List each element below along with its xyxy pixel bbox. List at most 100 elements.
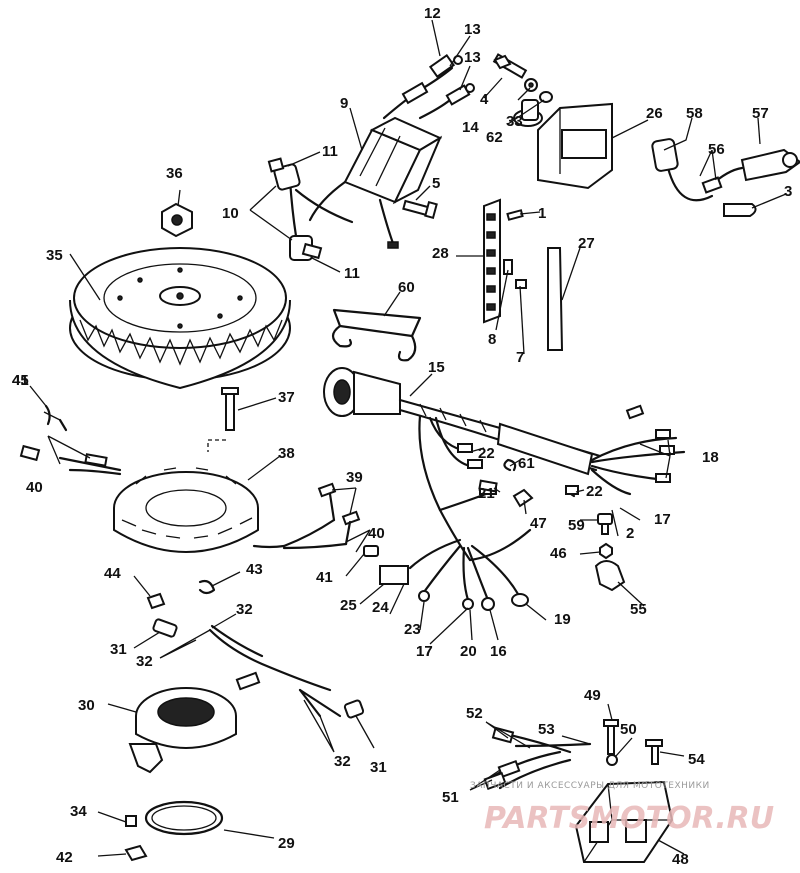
callout-22: 22	[478, 445, 495, 462]
part-15-wiring-harness	[323, 367, 686, 611]
part-56-57-58-caps-clip	[651, 138, 800, 217]
callout-28: 28	[432, 245, 449, 262]
callout-32: 32	[334, 753, 351, 770]
callout-49: 49	[584, 687, 601, 704]
callout-21: 21	[478, 485, 495, 502]
callout-9: 9	[340, 95, 348, 112]
part-39-40-41-leads-right	[282, 482, 379, 557]
callout-17: 17	[654, 511, 671, 528]
part-59-46-55-hardware	[594, 513, 626, 592]
part-43-44-clips	[146, 579, 216, 610]
callout-32: 32	[136, 653, 153, 670]
callout-17: 17	[416, 643, 433, 660]
callout-40: 40	[26, 479, 43, 496]
part-5-bolt	[402, 199, 438, 220]
callout-numbers: 1234578910111112131314151617171718192021…	[12, 5, 792, 868]
callout-40: 40	[368, 525, 385, 542]
callout-37: 37	[278, 389, 295, 406]
callout-50: 50	[620, 721, 637, 738]
part-61-21-47-small-parts	[478, 458, 534, 508]
part-35-flywheel	[69, 247, 291, 390]
part-36-nut	[161, 202, 193, 238]
callout-15: 15	[428, 359, 445, 376]
callout-18: 18	[702, 449, 719, 466]
part-26-ignition-coil	[513, 99, 613, 190]
callout-58: 58	[686, 105, 703, 122]
watermark-logo: PARTSMOTOR.RU	[484, 801, 774, 836]
part-60-bracket	[331, 308, 422, 362]
callout-10: 10	[222, 205, 239, 222]
callout-33: 33	[506, 113, 523, 130]
callout-47: 47	[530, 515, 547, 532]
callout-24: 24	[372, 599, 389, 616]
callout-34: 34	[70, 803, 87, 820]
watermark: ЗАПЧАСТИ И АКСЕССУАРЫ ДЛЯ МОТОТЕХНИКИ PA…	[470, 781, 774, 836]
callout-59: 59	[568, 517, 585, 534]
part-29-34-42-retainer	[124, 800, 224, 862]
callout-55: 55	[630, 601, 647, 618]
callout-43: 43	[246, 561, 263, 578]
callout-8: 8	[488, 331, 496, 348]
callout-27: 27	[578, 235, 595, 252]
callout-38: 38	[278, 445, 295, 462]
callout-30: 30	[78, 697, 95, 714]
callout-32: 32	[236, 601, 253, 618]
callout-57: 57	[752, 105, 769, 122]
callout-4: 4	[480, 91, 489, 108]
callout-61: 61	[518, 455, 535, 472]
callout-29: 29	[278, 835, 295, 852]
callout-31: 31	[110, 641, 127, 658]
part-4-33-62-bolt-washers	[492, 53, 553, 103]
callout-22: 22	[586, 483, 603, 500]
callout-16: 16	[490, 643, 507, 660]
callout-36: 36	[166, 165, 183, 182]
part-31-32-leads	[152, 618, 365, 719]
part-30-timer-base	[128, 687, 237, 774]
part-28-terminal-block	[483, 198, 527, 324]
callout-11: 11	[322, 143, 338, 160]
callout-17: 17	[416, 643, 433, 660]
callout-23: 23	[404, 621, 421, 638]
callout-48: 48	[672, 851, 689, 868]
callout-53: 53	[538, 721, 555, 738]
part-48-rectifier	[483, 719, 674, 863]
callout-46: 46	[550, 545, 567, 562]
callout-44: 44	[104, 565, 121, 582]
callout-11: 11	[344, 265, 360, 282]
callout-56: 56	[708, 141, 725, 158]
callout-1: 1	[538, 205, 546, 222]
callout-5: 5	[432, 175, 440, 192]
callout-13: 13	[464, 21, 481, 38]
callout-25: 25	[340, 597, 357, 614]
callout-41: 41	[12, 372, 29, 389]
callout-12: 12	[424, 5, 441, 22]
leader-lines	[29, 19, 787, 857]
callout-13: 13	[464, 49, 481, 66]
watermark-caption: ЗАПЧАСТИ И АКСЕССУАРЫ ДЛЯ МОТОТЕХНИКИ	[470, 781, 710, 791]
callout-45: 45	[12, 372, 29, 389]
part-10-11-plug-boots	[267, 157, 354, 261]
callout-39: 39	[346, 469, 363, 486]
callout-31: 31	[370, 759, 387, 776]
part-27-bar	[547, 247, 564, 351]
callout-14: 14	[462, 119, 479, 136]
callout-20: 20	[460, 643, 477, 660]
callout-52: 52	[466, 705, 483, 722]
callout-62: 62	[486, 129, 503, 146]
part-9-power-pack	[308, 116, 443, 249]
callout-54: 54	[688, 751, 705, 768]
callout-51: 51	[442, 789, 459, 806]
part-12-13-14-leads	[382, 53, 475, 120]
callout-60: 60	[398, 279, 415, 296]
callout-41: 41	[316, 569, 333, 586]
callout-35: 35	[46, 247, 63, 264]
callout-19: 19	[554, 611, 571, 628]
callout-26: 26	[646, 105, 663, 122]
callout-2: 2	[626, 525, 634, 542]
part-40-41-45-leads-left	[19, 404, 68, 462]
callout-3: 3	[784, 183, 792, 200]
callout-7: 7	[516, 349, 524, 366]
callout-42: 42	[56, 849, 73, 866]
part-37-38-stator	[58, 387, 286, 553]
